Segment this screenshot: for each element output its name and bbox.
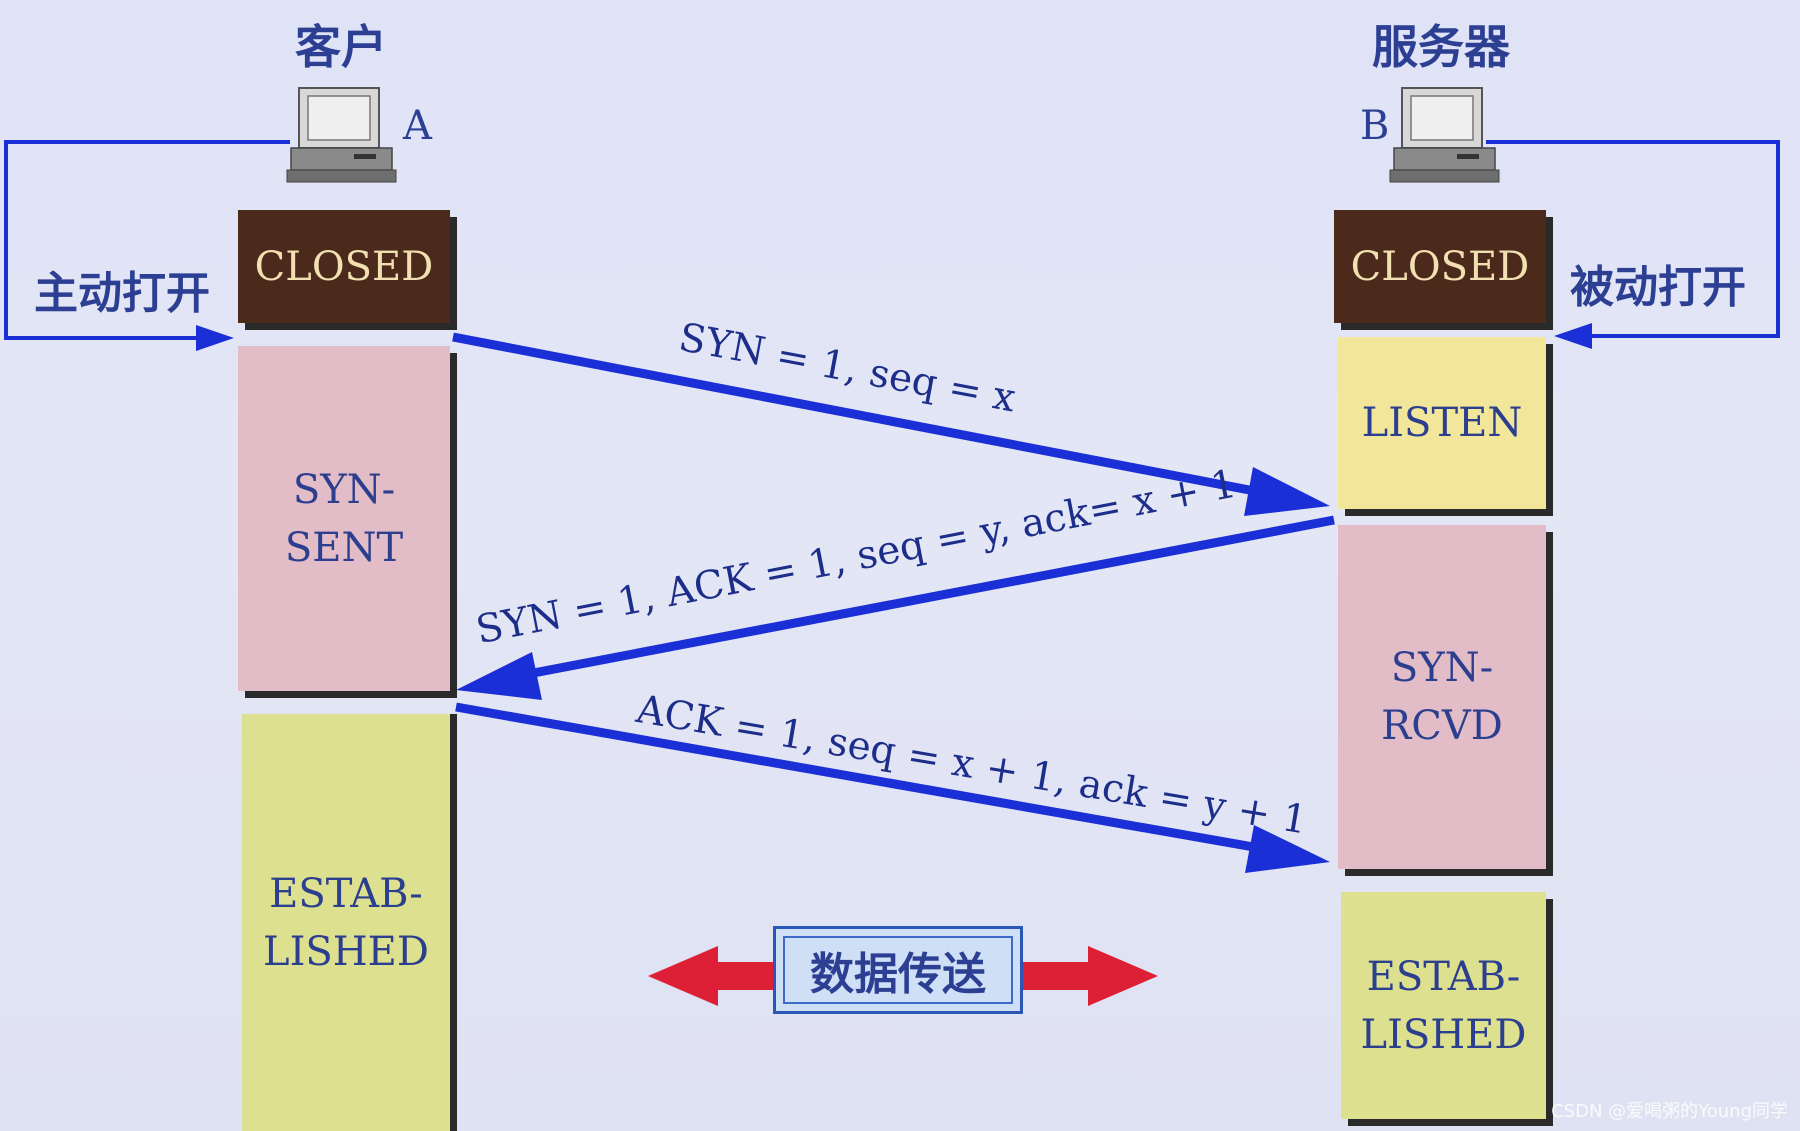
server-state-syn-rcvd: SYN- RCVD: [1338, 525, 1546, 869]
client-state-established-line2: LISHED: [263, 928, 429, 975]
client-state-closed-label: CLOSED: [254, 243, 434, 290]
data-left-arrow: [648, 946, 775, 1006]
client-state-syn-sent-line2: SENT: [284, 524, 404, 571]
client-state-syn-sent: SYN- SENT: [238, 346, 450, 691]
server-open-arrowhead: [1554, 323, 1592, 349]
ack-arrowhead: [1245, 825, 1330, 873]
syn-arrow-line: [452, 332, 1266, 498]
client-title: 客户: [295, 20, 387, 74]
client-letter: A: [403, 103, 432, 149]
server-state-established-line2: LISHED: [1360, 1011, 1527, 1058]
client-state-established-line1: ESTAB-: [269, 870, 423, 917]
client-state-established: ESTAB- LISHED: [242, 714, 450, 1131]
server-state-syn-rcvd-line2: RCVD: [1381, 703, 1503, 749]
client-open-arrowhead: [196, 325, 234, 351]
server-state-closed-label: CLOSED: [1350, 243, 1530, 290]
client-state-syn-sent-line1: SYN-: [292, 466, 396, 513]
server-open-loop: [1486, 140, 1780, 338]
synack-arrow-line: [522, 515, 1335, 680]
data-transfer-box-border: [783, 936, 1013, 1004]
client-state-closed: CLOSED: [238, 210, 450, 323]
synack-arrowhead: [456, 652, 542, 700]
server-state-established: ESTAB- LISHED: [1341, 892, 1546, 1119]
client-active-open-label: 主动打开: [34, 268, 210, 319]
server-state-closed: CLOSED: [1334, 210, 1546, 323]
server-state-established-line1: ESTAB-: [1366, 953, 1521, 1000]
server-computer-icon: [1389, 87, 1500, 183]
client-open-loop: [4, 140, 290, 340]
syn-arrowhead: [1244, 467, 1330, 516]
ack-arrow-line: [455, 702, 1266, 854]
server-letter: B: [1360, 103, 1390, 149]
watermark: CSDN @爱喝粥的Young同学: [1551, 1101, 1788, 1122]
data-right-arrow: [1022, 946, 1158, 1006]
data-transfer-label: 数据传送: [810, 949, 986, 1000]
server-state-syn-rcvd-line1: SYN-: [1390, 645, 1494, 691]
server-state-listen-label: LISTEN: [1361, 400, 1523, 446]
client-computer-icon: [286, 87, 397, 183]
data-transfer-box: 数据传送: [773, 926, 1023, 1014]
server-passive-open-label: 被动打开: [1570, 262, 1746, 313]
server-title: 服务器: [1372, 20, 1510, 74]
server-state-listen: LISTEN: [1338, 337, 1546, 509]
